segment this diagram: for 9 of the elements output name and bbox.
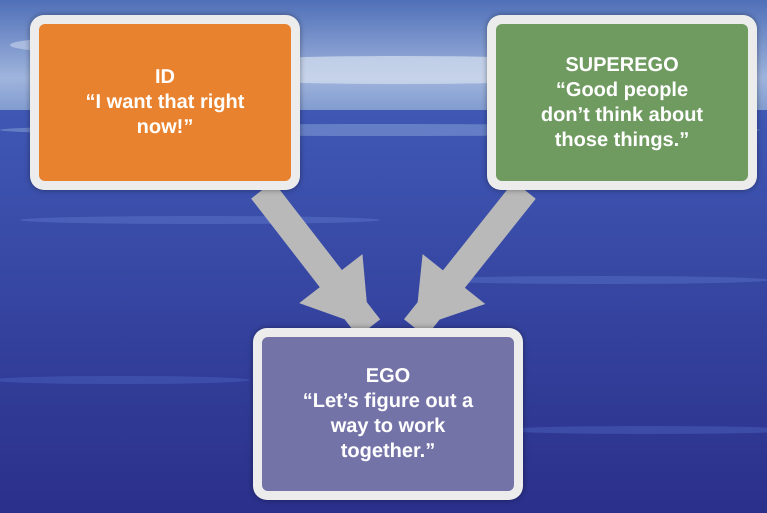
node-heading: SUPEREGO bbox=[565, 52, 679, 78]
node-frame bbox=[30, 15, 300, 190]
node-frame bbox=[253, 328, 523, 500]
node-quote: “Good people don’t think about those things.” bbox=[540, 78, 704, 152]
node-quote: “I want that right now!” bbox=[84, 90, 246, 140]
node-heading: EGO bbox=[366, 364, 410, 389]
node-frame bbox=[487, 15, 757, 190]
node-heading: ID bbox=[155, 65, 175, 90]
node-quote: “Let’s figure out a way to work together.” bbox=[302, 389, 474, 464]
